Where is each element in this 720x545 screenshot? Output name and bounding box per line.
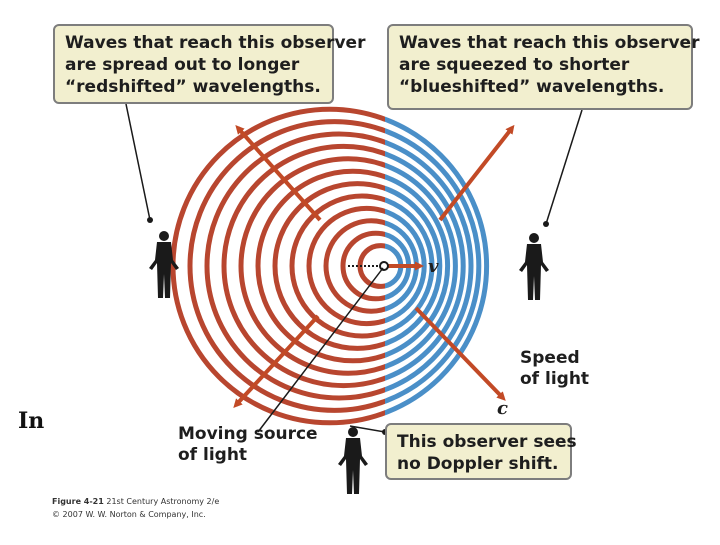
callout-line: Waves that reach this observer bbox=[65, 33, 366, 53]
pointer-lines bbox=[125, 103, 583, 433]
wavefront-ring bbox=[385, 208, 427, 324]
redshift-callout: Waves that reach this observer are sprea… bbox=[53, 24, 366, 104]
wavefront-ring bbox=[385, 174, 451, 358]
label-line: of light bbox=[178, 445, 248, 465]
wavefront-ring bbox=[323, 218, 385, 314]
speed-of-light-label: Speed of light bbox=[520, 348, 589, 390]
book-title: 21st Century Astronomy 2/e bbox=[106, 497, 220, 506]
wavefront-ring bbox=[187, 119, 385, 413]
wavefront-ring bbox=[170, 106, 385, 426]
wavefront-ring bbox=[238, 156, 385, 376]
wavefront-ring bbox=[385, 162, 458, 370]
emission-arrows bbox=[233, 124, 515, 408]
wavefront-ring bbox=[385, 116, 490, 416]
callout-line: This observer sees bbox=[397, 432, 577, 452]
wavefront-ring bbox=[272, 181, 385, 351]
light-speed-symbol: c bbox=[497, 398, 508, 419]
wavefront-ring bbox=[385, 185, 443, 347]
arrow-icon bbox=[235, 125, 322, 222]
wavefront-ring bbox=[289, 193, 385, 339]
wavefront-ring bbox=[340, 230, 385, 302]
wavefront-ring bbox=[221, 143, 385, 389]
light-source-icon bbox=[379, 261, 389, 271]
wavefront-ring bbox=[255, 168, 385, 364]
wavefront-ring bbox=[385, 139, 474, 393]
wavefront-ring bbox=[385, 197, 435, 335]
callout-line: are squeezed to shorter bbox=[399, 55, 630, 75]
callout-line: “blueshifted” wavelengths. bbox=[399, 77, 665, 97]
figure-ref: Figure 4-21 bbox=[52, 497, 104, 506]
overlay-text: In bbox=[18, 408, 45, 434]
no-shift-callout: This observer sees no Doppler shift. bbox=[385, 423, 577, 480]
observer-icon bbox=[338, 427, 368, 494]
arrow-icon bbox=[438, 124, 515, 222]
callout-line: “redshifted” wavelengths. bbox=[65, 77, 321, 97]
arrow-icon bbox=[414, 306, 506, 401]
figure-credit: Figure 4-21 21st Century Astronomy 2/e bbox=[52, 497, 219, 506]
callout-line: Waves that reach this observer bbox=[399, 33, 700, 53]
moving-source-label: Moving source of light bbox=[178, 424, 318, 466]
label-line: Moving source bbox=[178, 424, 318, 444]
blueshift-callout: Waves that reach this observer are squee… bbox=[387, 24, 700, 110]
label-line: Speed bbox=[520, 348, 580, 368]
wavefront-ring bbox=[385, 128, 482, 404]
copyright-notice: © 2007 W. W. Norton & Company, Inc. bbox=[52, 510, 206, 519]
callout-line: no Doppler shift. bbox=[397, 454, 559, 474]
observer-icon bbox=[519, 233, 549, 300]
wavefront-ring bbox=[306, 205, 385, 327]
wavefront-ring bbox=[204, 131, 385, 401]
velocity-symbol: v bbox=[428, 256, 439, 277]
callout-line: are spread out to longer bbox=[65, 55, 300, 75]
arrow-icon bbox=[233, 314, 320, 408]
wavefront-ring bbox=[385, 151, 466, 381]
observer-icon bbox=[149, 231, 179, 298]
label-line: of light bbox=[520, 369, 590, 389]
